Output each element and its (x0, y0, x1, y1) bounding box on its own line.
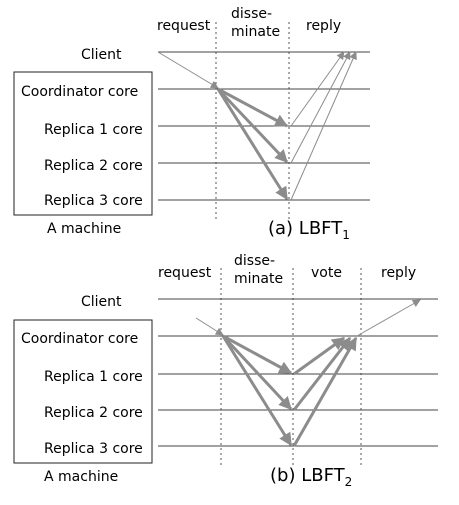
phase-disseminate-label: disse- minate (231, 6, 280, 40)
row-label-replica-3: Replica 3 core (44, 441, 143, 457)
diagram-b: request disse- minate vote reply A machi… (13, 253, 438, 489)
arrow-vote-replica-1 (293, 336, 346, 376)
arrow-disseminate-replica-2 (216, 87, 289, 164)
row-label-client: Client (81, 47, 122, 63)
phase-disseminate-line-1: disse- (231, 6, 272, 22)
arrow-vote-replica-3 (292, 336, 358, 447)
arrow-request (157, 51, 219, 89)
diagram-a: request disse- minate reply A machine Cl… (13, 6, 370, 242)
arrow-reply (356, 299, 421, 337)
caption-a-subscript: 1 (342, 228, 350, 242)
arrow-disseminate-replica-2 (221, 334, 293, 411)
row-label-client: Client (81, 294, 122, 310)
phase-disseminate-line-2: minate (234, 271, 283, 287)
machine-box (13, 319, 153, 464)
phase-request-label: request (157, 18, 211, 34)
row-label-replica-1: Replica 1 core (44, 122, 143, 138)
machine-box (13, 71, 153, 216)
phase-request-label: request (158, 265, 212, 281)
machine-label: A machine (47, 221, 121, 237)
row-label-replica-2: Replica 2 core (44, 158, 143, 174)
arrow-disseminate-replica-3 (221, 335, 293, 447)
phase-disseminate-label: disse- minate (234, 253, 283, 287)
caption-b-text: (b) LBFT (270, 465, 346, 486)
row-label-replica-2: Replica 2 core (44, 405, 143, 421)
caption-b-subscript: 2 (345, 475, 353, 489)
arrow-disseminate-replica-3 (216, 88, 289, 201)
phase-reply-label: reply (381, 265, 416, 281)
row-label-replica-1: Replica 1 core (44, 369, 143, 385)
caption-b: (b) LBFT2 (270, 465, 352, 489)
arrow-reply-replica-3 (290, 51, 357, 201)
arrow-disseminate-replica-1 (217, 87, 289, 128)
arrow-reply-replica-2 (290, 51, 351, 164)
machine-label: A machine (44, 469, 118, 485)
phase-vote-label: vote (311, 265, 342, 281)
caption-a-text: (a) LBFT (268, 218, 343, 239)
phase-disseminate-line-1: disse- (234, 253, 275, 269)
caption-a: (a) LBFT1 (268, 218, 350, 242)
arrow-reply-replica-1 (290, 51, 345, 127)
phase-reply-label: reply (306, 18, 341, 34)
arrow-request (195, 317, 224, 336)
row-label-coordinator: Coordinator core (21, 331, 138, 347)
arrow-disseminate-replica-1 (222, 334, 293, 375)
arrow-vote-replica-2 (292, 336, 352, 411)
phase-disseminate-line-2: minate (231, 24, 280, 40)
row-label-coordinator: Coordinator core (21, 84, 138, 100)
row-label-replica-3: Replica 3 core (44, 193, 143, 209)
